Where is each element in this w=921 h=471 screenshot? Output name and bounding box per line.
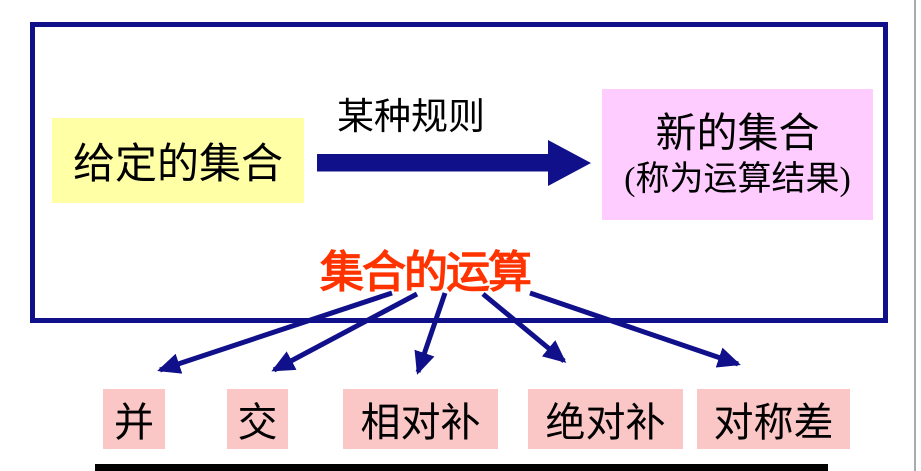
- operation-box-absolute-complement: 绝对补: [528, 389, 683, 449]
- bottom-edge-bar: [95, 464, 828, 471]
- operation-box-symmetric-difference: 对称差: [697, 389, 850, 449]
- new-set-box: 新的集合 (称为运算结果): [602, 89, 873, 220]
- given-set-box: 给定的集合: [52, 118, 304, 203]
- operation-label: 绝对补: [545, 400, 666, 445]
- operation-label: 并: [114, 400, 154, 445]
- operation-box-relative-complement: 相对补: [343, 389, 498, 449]
- new-set-label: 新的集合: [655, 109, 820, 156]
- operation-box-union: 并: [103, 389, 165, 449]
- operation-label: 对称差: [713, 400, 834, 445]
- given-set-label: 给定的集合: [72, 142, 283, 188]
- set-operations-title: 集合的运算: [320, 248, 532, 297]
- right-edge-line: [914, 0, 916, 471]
- operation-label: 相对补: [360, 400, 481, 445]
- operation-box-intersection: 交: [227, 389, 288, 449]
- rule-label: 某种规则: [337, 97, 485, 138]
- new-set-sublabel: (称为运算结果): [624, 160, 851, 198]
- operation-label: 交: [237, 400, 278, 445]
